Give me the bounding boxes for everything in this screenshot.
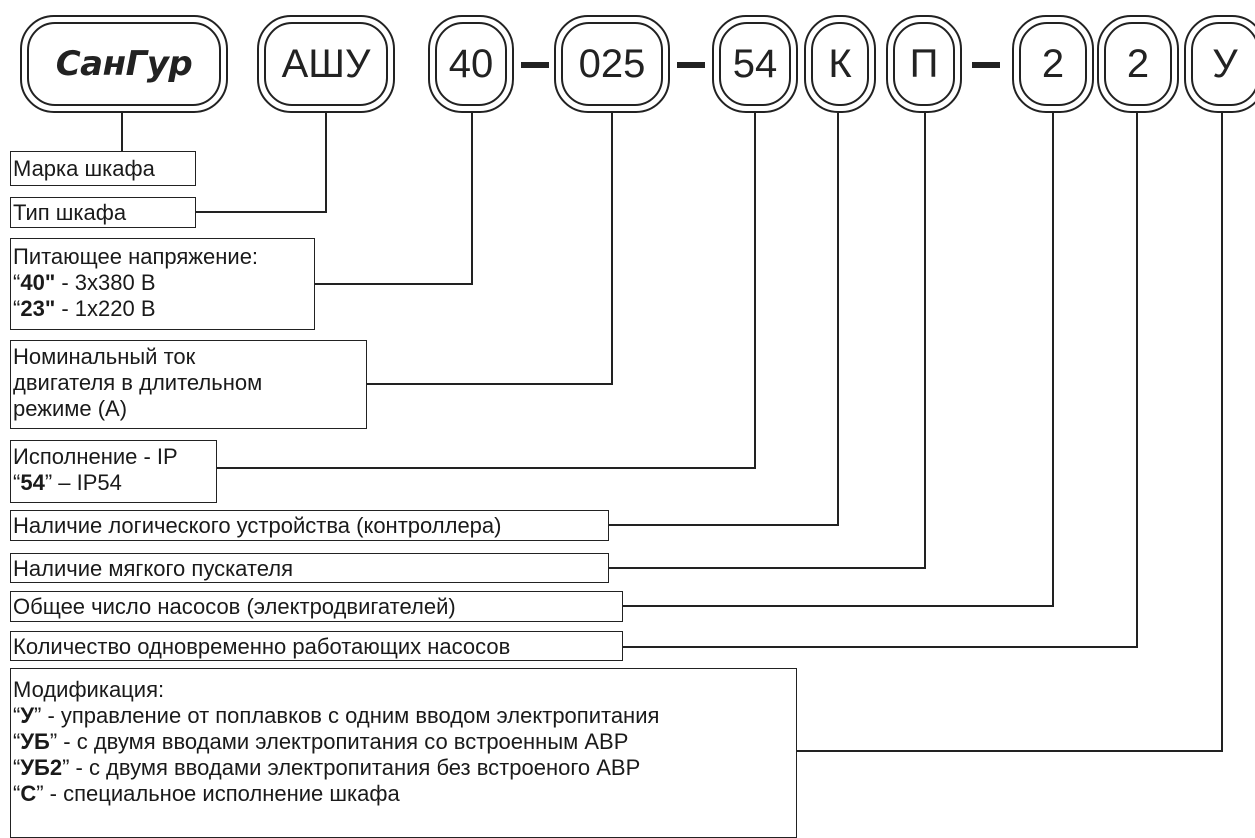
code-protection: 54 [732,41,778,86]
label-controller: Наличие логического устройства (контролл… [10,510,609,541]
modification-option-code: УБ [20,729,50,754]
separator-dash [972,62,1000,68]
code-pumps-total: 2 [1041,41,1065,86]
current-line: Номинальный ток [13,344,196,369]
code-type-box: АШУ [257,15,395,113]
label-pumps-total-text: Общее число насосов (электродвигателей) [13,594,456,619]
label-pumps-working: Количество одновременно работающих насос… [10,631,623,661]
label-type: Тип шкафа [10,197,196,228]
protection-option: “54” – IP54 [13,470,122,495]
code-type: АШУ [281,41,371,86]
code-pumps-working: 2 [1126,41,1150,86]
code-modification: У [1212,41,1238,86]
modification-option: “УБ” - с двумя вводами электропитания со… [13,729,629,754]
modification-option: “С” - специальное исполнение шкафа [13,781,400,806]
modification-option-code: У [20,703,35,728]
code-controller: К [828,41,852,86]
modification-option: “УБ2” - с двумя вводами электропитания б… [13,755,641,780]
code-modification-box: У [1184,15,1255,113]
label-protection: Исполнение - IP “54” – IP54 [10,440,217,503]
modification-option-code: С [20,781,37,806]
connector-voltage [315,113,473,285]
code-current: 025 [578,41,646,86]
connector-pumps-working [623,113,1138,648]
brand-logo: СанГур [55,44,193,84]
label-brand: Марка шкафа [10,151,196,186]
connector-current [367,113,613,385]
connector-controller [609,113,839,526]
code-voltage: 40 [448,41,494,86]
code-pumps-total-box: 2 [1012,15,1094,113]
current-line: двигателя в длительном [13,370,263,395]
current-line: режиме (А) [13,396,128,421]
modification-title: Модификация: [13,677,165,702]
code-pumps-working-box: 2 [1097,15,1179,113]
label-softstart-text: Наличие мягкого пускателя [13,556,294,581]
label-current: Номинальный ток двигателя в длительном р… [10,340,367,429]
connector-type [196,113,327,213]
label-pumps-total: Общее число насосов (электродвигателей) [10,591,623,622]
label-type-text: Тип шкафа [13,200,127,225]
code-softstart: П [909,41,939,86]
code-softstart-box: П [886,15,962,113]
voltage-option-code: 23 [20,296,45,321]
protection-title: Исполнение - IP [13,444,178,469]
label-softstart: Наличие мягкого пускателя [10,553,609,583]
label-voltage: Питающее напряжение: “40" - 3х380 В “23"… [10,238,315,330]
voltage-option-code: 40 [20,270,45,295]
voltage-title: Питающее напряжение: [13,244,259,269]
connector-protection [217,113,756,469]
label-pumps-working-text: Количество одновременно работающих насос… [13,634,511,659]
code-current-box: 025 [554,15,670,113]
code-voltage-box: 40 [428,15,514,113]
modification-option-code: УБ2 [20,755,63,780]
label-controller-text: Наличие логического устройства (контролл… [13,513,502,538]
label-brand-text: Марка шкафа [13,156,155,181]
code-brand-box: СанГур [20,15,228,113]
code-controller-box: К [804,15,876,113]
separator-dash [521,62,549,68]
connector-softstart [609,113,926,569]
separator-dash [677,62,705,68]
voltage-option: “40" - 3х380 В [13,270,156,295]
label-modification: Модификация: “У” - управление от поплавк… [10,668,797,838]
code-protection-box: 54 [712,15,798,113]
connector-modification [797,113,1223,752]
modification-option: “У” - управление от поплавков с одним вв… [13,703,660,728]
connector-pumps-total [623,113,1054,607]
voltage-option: “23" - 1х220 В [13,296,156,321]
protection-option-code: 54 [20,470,45,495]
